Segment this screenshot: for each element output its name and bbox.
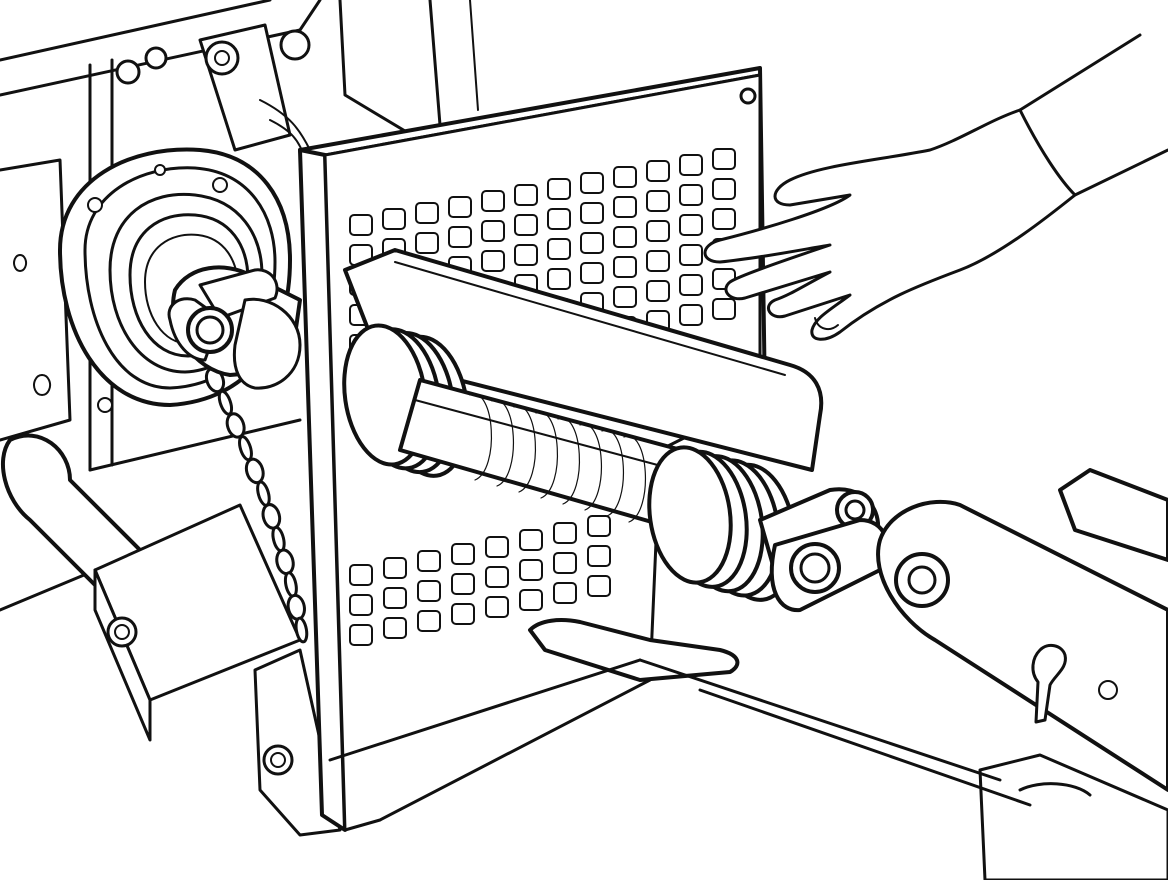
perforation-hole [712, 178, 736, 200]
perforation-hole [349, 564, 373, 586]
perforation-hole [349, 624, 373, 646]
bellows-ring [647, 445, 733, 585]
perforation-hole [553, 582, 577, 604]
perforation-hole [451, 573, 475, 595]
chain-link [275, 548, 295, 576]
perforation-hole [451, 543, 475, 565]
perforation-hole [547, 268, 571, 290]
chain-link [225, 412, 246, 439]
perforation-hole [417, 550, 441, 572]
hand-reaching [703, 33, 1168, 341]
perforation-hole [712, 148, 736, 170]
perforation-hole [712, 298, 736, 320]
perforation-hole [519, 559, 543, 581]
chain-link [244, 457, 265, 485]
perforation-hole [481, 190, 505, 212]
motion-line [579, 423, 602, 511]
perforation-hole [613, 286, 637, 308]
chain-link [294, 616, 309, 644]
front-universal-joint [167, 265, 302, 390]
chain-link [283, 571, 298, 598]
perforation-hole [587, 575, 611, 597]
motion-line [469, 393, 492, 481]
driveline-shaft [398, 378, 702, 532]
perforation-hole [485, 566, 509, 588]
perforation-hole [712, 208, 736, 230]
perforation-hole [547, 208, 571, 230]
perforation-hole [383, 587, 407, 609]
perforation-hole [679, 184, 703, 206]
perforation-hole [587, 545, 611, 567]
perforation-hole [646, 160, 670, 182]
perforation-hole [448, 196, 472, 218]
perforation-hole [547, 238, 571, 260]
perforation-hole [679, 274, 703, 296]
perforation-hole [349, 594, 373, 616]
perforation-hole [382, 208, 406, 230]
perforation-hole [613, 196, 637, 218]
motion-line [513, 405, 536, 493]
perforation-hole [646, 280, 670, 302]
perforation-hole [580, 232, 604, 254]
perforation-hole [613, 256, 637, 278]
motion-line [601, 429, 624, 517]
perforation-hole [613, 166, 637, 188]
motion-line [623, 435, 646, 523]
perforation-hole [547, 178, 571, 200]
spin-motion-lines [469, 393, 646, 523]
perforation-hole [553, 522, 577, 544]
perforation-hole [613, 226, 637, 248]
motion-line [535, 411, 558, 499]
perforation-hole [485, 596, 509, 618]
hitch-bracket [115, 23, 311, 161]
perforation-hole [580, 202, 604, 224]
perforation-hole [415, 232, 439, 254]
perforation-hole [646, 190, 670, 212]
perforation-hole [514, 184, 538, 206]
motion-line [491, 399, 514, 487]
chain-link [271, 525, 286, 553]
perforation-hole [485, 536, 509, 558]
perforation-hole [646, 250, 670, 272]
perforation-hole [481, 220, 505, 242]
perforation-hole [451, 603, 475, 625]
perforation-hole [679, 244, 703, 266]
perforation-hole [679, 214, 703, 236]
perforation-hole [417, 610, 441, 632]
perforation-hole [417, 580, 441, 602]
rear-universal-joint [758, 487, 890, 613]
perforation-hole [514, 214, 538, 236]
driveline-shield-tube [343, 248, 824, 682]
chain-link [261, 503, 282, 530]
perforation-hole [519, 529, 543, 551]
perforation-hole [519, 589, 543, 611]
perforation-hole [448, 226, 472, 248]
perforation-hole [679, 304, 703, 326]
perforation-hole [383, 557, 407, 579]
perforation-hole [481, 250, 505, 272]
perforation-hole [587, 515, 611, 537]
perforation-hole [646, 220, 670, 242]
chain-link [256, 480, 271, 507]
lower-link-arm [0, 433, 342, 837]
perforation-hole [415, 202, 439, 224]
perforation-hole [553, 552, 577, 574]
implement-drawbar [328, 468, 1168, 880]
perforation-hole [514, 244, 538, 266]
perforation-hole [349, 214, 373, 236]
motion-line [557, 417, 580, 505]
chain-link [217, 389, 234, 416]
perforation-hole [383, 617, 407, 639]
perforation-hole [580, 262, 604, 284]
chain-link [238, 435, 253, 462]
perforation-hole [679, 154, 703, 176]
perforation-hole [580, 172, 604, 194]
